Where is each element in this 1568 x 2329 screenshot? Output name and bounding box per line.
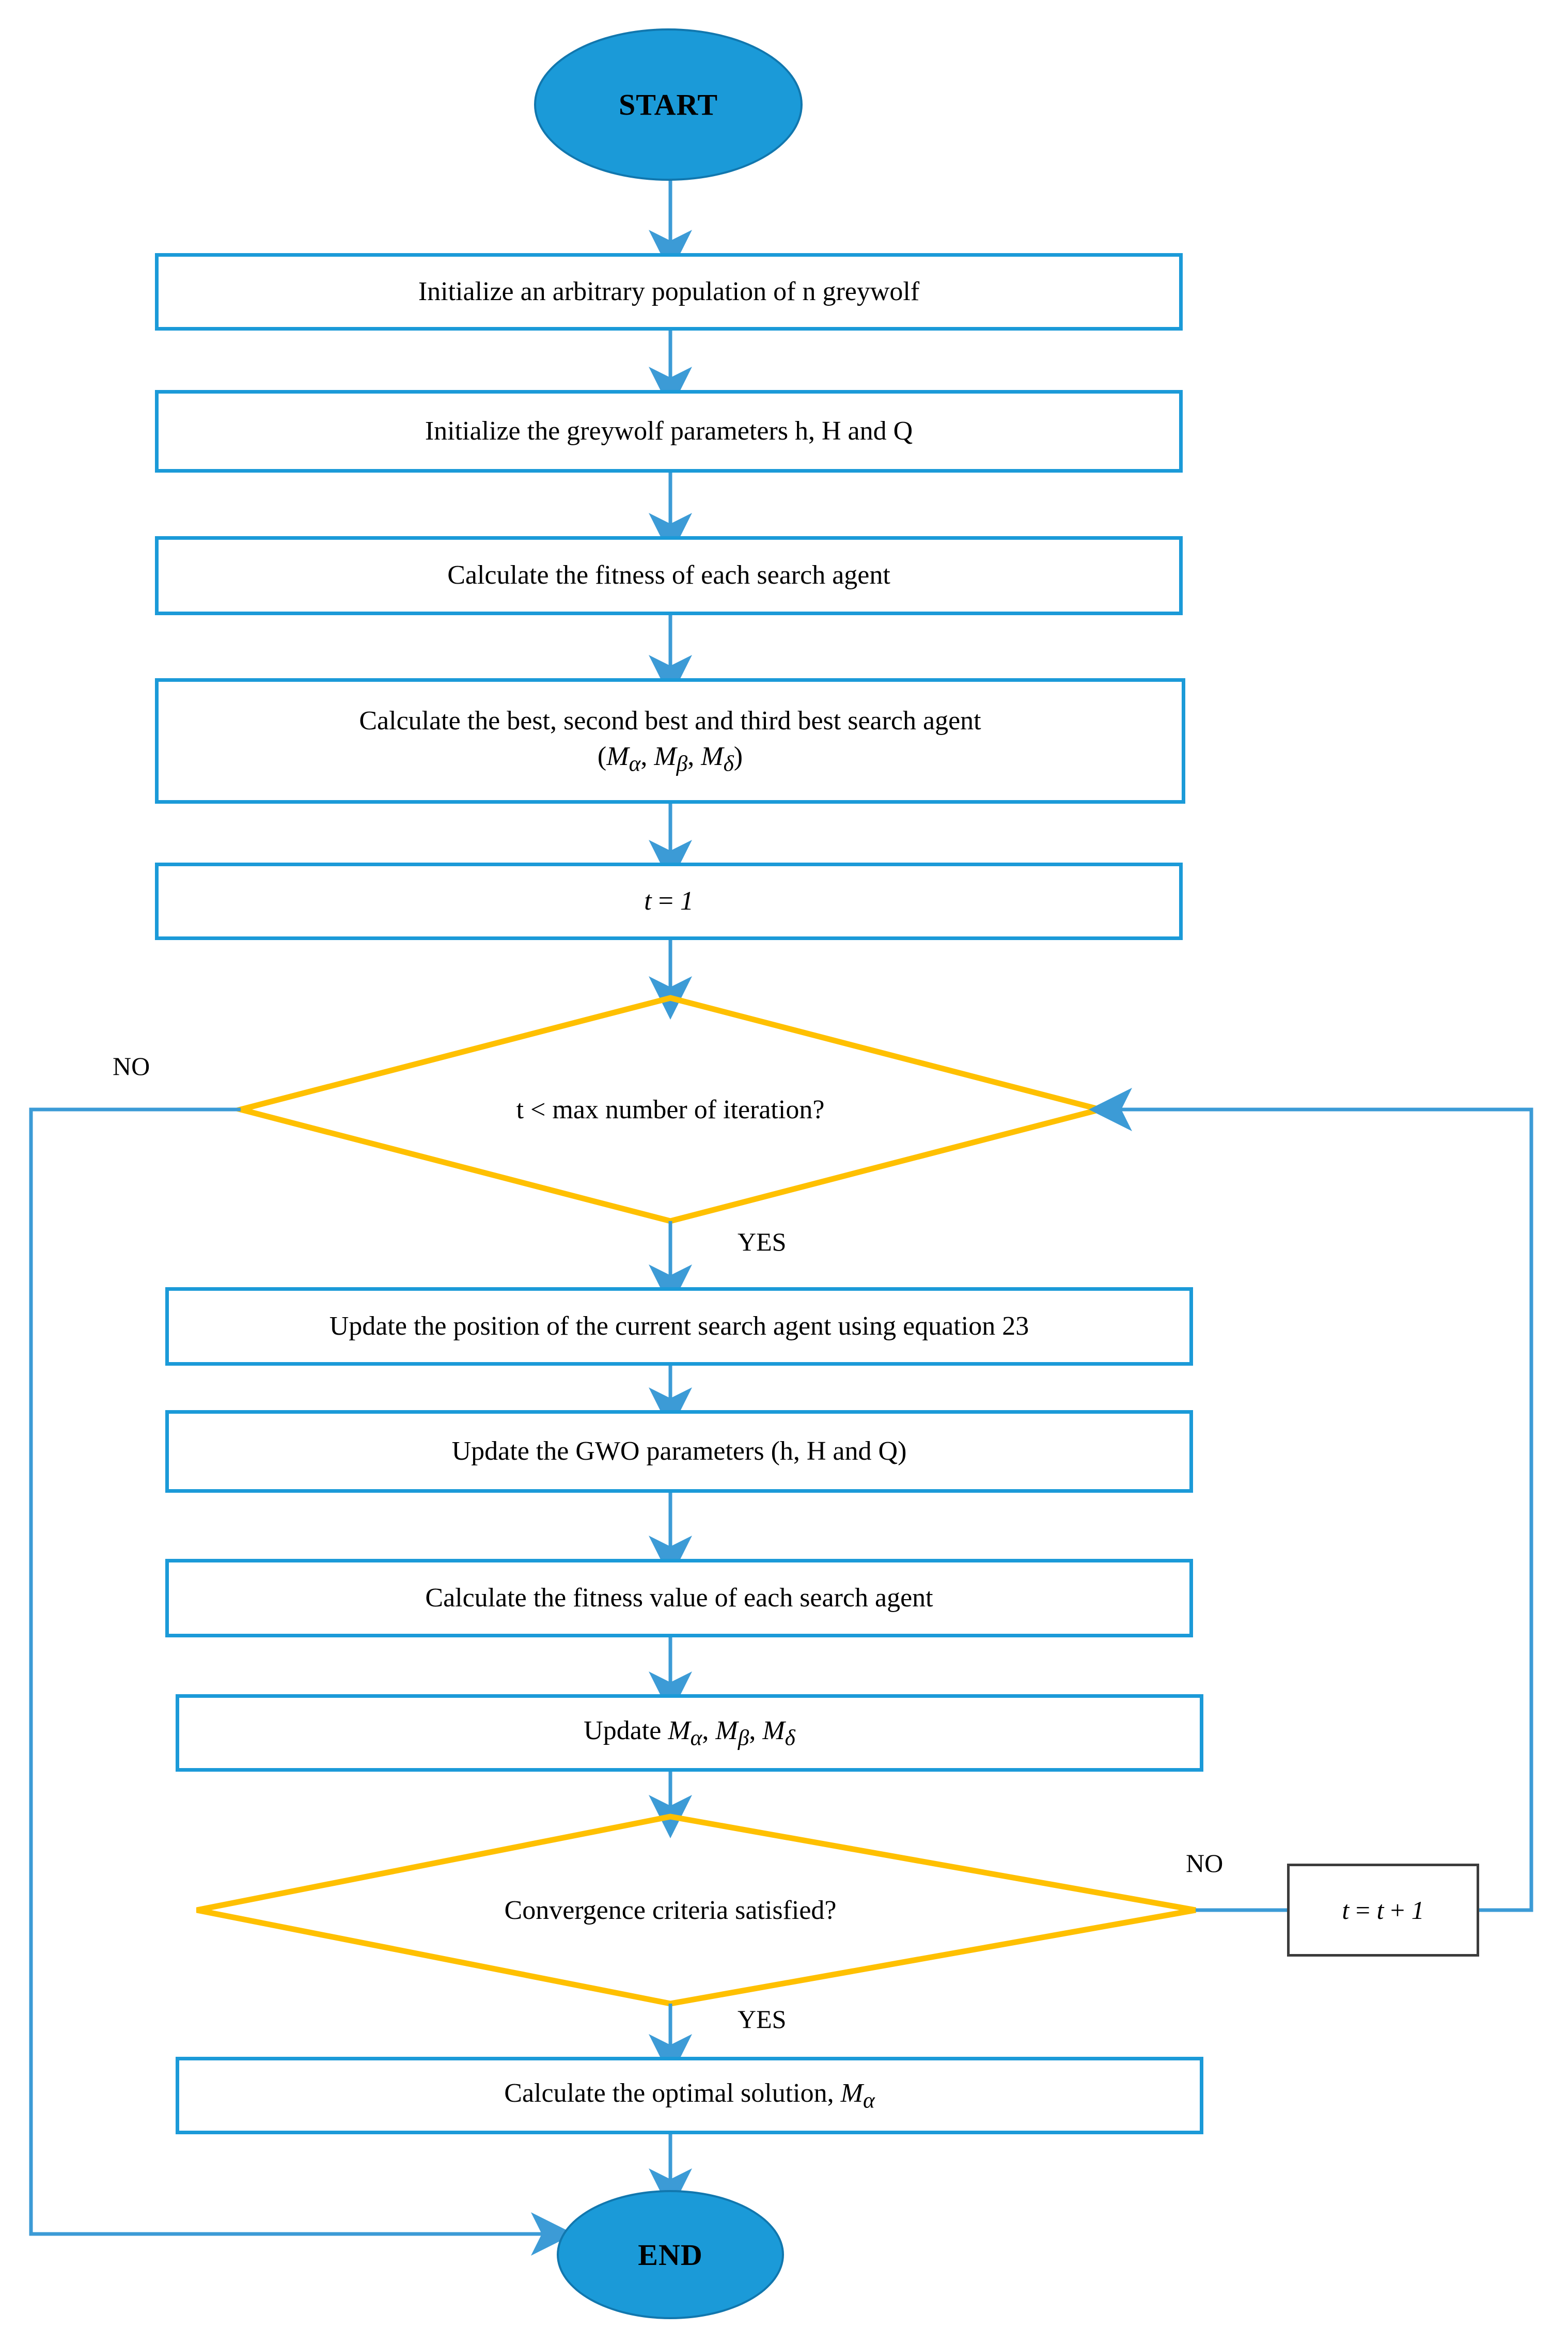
update-beta-subscript: β: [738, 1725, 749, 1750]
m-delta-symbol: M: [701, 741, 724, 771]
alpha-subscript: α: [629, 751, 641, 776]
update-delta-subscript: δ: [785, 1725, 795, 1750]
node-end[interactable]: END: [557, 2190, 784, 2319]
node-decision-convergence-label: Convergence criteria satisfied?: [504, 1895, 837, 1925]
node-end-label: END: [638, 2238, 703, 2272]
t-increment-var: t: [1342, 1896, 1350, 1925]
m-beta-symbol: M: [654, 741, 677, 771]
node-t-init[interactable]: t = 1: [155, 863, 1183, 940]
node-decision-iteration[interactable]: t < max number of iteration?: [396, 1074, 945, 1145]
edge-t-increment-to-decision-iteration: [1089, 1088, 1533, 1912]
calc-optimal-m-symbol: M: [840, 2078, 863, 2108]
node-update-gwo[interactable]: Update the GWO parameters (h, H and Q): [165, 1410, 1193, 1493]
node-update-position-label: Update the position of the current searc…: [329, 1311, 1029, 1341]
iteration-no-text: NO: [113, 1052, 150, 1081]
node-calc-best-line2: (Mα, Mβ, Mδ): [598, 739, 743, 779]
paren-open: (: [597, 741, 607, 771]
node-calc-fitness-label: Calculate the fitness of each search age…: [447, 560, 890, 590]
edge-label-iteration-no: NO: [113, 1051, 150, 1081]
node-calc-fitness-value-label: Calculate the fitness value of each sear…: [425, 1583, 933, 1613]
sep-1: ,: [640, 741, 648, 771]
beta-subscript: β: [676, 751, 688, 776]
node-decision-iteration-label: t < max number of iteration?: [516, 1095, 825, 1124]
update-alpha-subscript: α: [690, 1725, 702, 1750]
node-update-m-expression: Update Mα, Mβ, Mδ: [584, 1713, 795, 1753]
node-calc-fitness-value[interactable]: Calculate the fitness value of each sear…: [165, 1559, 1193, 1637]
t-init-value: 1: [680, 886, 694, 916]
edge-decision-iteration-no-to-end: [29, 1107, 574, 2256]
update-m-alpha-symbol: M: [668, 1715, 691, 1745]
node-update-position[interactable]: Update the position of the current searc…: [165, 1287, 1193, 1366]
node-init-population[interactable]: Initialize an arbitrary population of n …: [155, 253, 1183, 331]
iteration-yes-text: YES: [738, 1227, 787, 1256]
calc-optimal-alpha-subscript: α: [863, 2088, 875, 2113]
node-t-increment-expression: t = t + 1: [1342, 1895, 1424, 1925]
t-increment-plus: +: [1390, 1896, 1405, 1925]
convergence-yes-text: YES: [738, 2005, 787, 2034]
edge-label-convergence-yes: YES: [738, 2004, 786, 2034]
sep-2: ,: [687, 741, 695, 771]
node-calc-best[interactable]: Calculate the best, second best and thir…: [155, 678, 1185, 804]
m-alpha-symbol: M: [606, 741, 629, 771]
t-increment-var2: t: [1376, 1896, 1384, 1925]
node-start-label: START: [618, 88, 718, 121]
node-calc-best-line1: Calculate the best, second best and thir…: [359, 706, 981, 736]
node-update-m[interactable]: Update Mα, Mβ, Mδ: [176, 1694, 1203, 1772]
node-init-params-label: Initialize the greywolf parameters h, H …: [425, 416, 913, 446]
node-calc-optimal[interactable]: Calculate the optimal solution, Mα: [176, 2057, 1203, 2134]
edge-label-iteration-yes: YES: [738, 1227, 786, 1257]
node-decision-convergence[interactable]: Convergence criteria satisfied?: [396, 1875, 945, 1945]
node-calc-fitness[interactable]: Calculate the fitness of each search age…: [155, 536, 1183, 615]
node-start[interactable]: START: [534, 28, 803, 181]
paren-close: ): [733, 741, 743, 771]
node-init-params[interactable]: Initialize the greywolf parameters h, H …: [155, 390, 1183, 473]
node-t-increment[interactable]: t = t + 1: [1287, 1864, 1479, 1957]
update-m-delta-symbol: M: [762, 1715, 785, 1745]
update-sep-1: ,: [702, 1715, 709, 1745]
update-sep-2: ,: [749, 1715, 756, 1745]
equals-operator: =: [658, 886, 673, 916]
node-update-gwo-label: Update the GWO parameters (h, H and Q): [451, 1436, 907, 1466]
calc-optimal-prefix: Calculate the optimal solution,: [504, 2078, 841, 2108]
node-calc-optimal-expression: Calculate the optimal solution, Mα: [504, 2076, 874, 2116]
t-variable: t: [644, 886, 652, 916]
node-init-population-label: Initialize an arbitrary population of n …: [418, 276, 920, 306]
edge-label-convergence-no: NO: [1186, 1848, 1223, 1878]
delta-subscript: δ: [723, 751, 734, 776]
convergence-no-text: NO: [1186, 1849, 1224, 1878]
t-increment-value: 1: [1411, 1896, 1424, 1925]
t-increment-equals: =: [1355, 1896, 1370, 1925]
node-t-init-expression: t = 1: [644, 884, 694, 919]
update-m-beta-symbol: M: [715, 1715, 738, 1745]
update-m-prefix: Update: [584, 1715, 668, 1745]
